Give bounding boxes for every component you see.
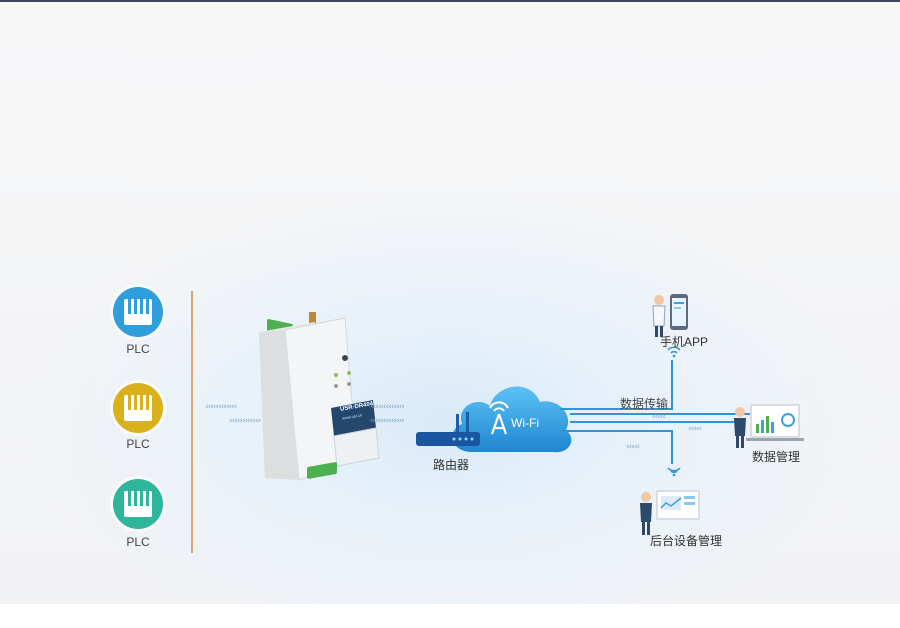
- mobile-app-label: 手机APP: [660, 335, 709, 349]
- piano-keys-icon: [124, 395, 152, 421]
- plc-label-3: PLC: [126, 535, 150, 549]
- bottom-band: [0, 604, 900, 628]
- wifi-signal-icon: [667, 346, 681, 358]
- wifi-cloud: [452, 386, 572, 453]
- router-icon: [416, 412, 480, 446]
- backend-management-label: 后台设备管理: [650, 534, 723, 548]
- data-management-label: 数据管理: [752, 450, 801, 464]
- plc-icon-yellow: [113, 383, 163, 433]
- antenna-tower-icon: [489, 401, 509, 435]
- piano-keys-icon: [124, 491, 152, 517]
- plc-label-1: PLC: [126, 342, 150, 356]
- left-arrows-in: ‹‹‹‹‹‹‹‹‹‹‹‹: [205, 402, 237, 412]
- plc-icon-teal: [113, 479, 163, 529]
- plc-icon-blue: [113, 287, 163, 337]
- data-transfer-label: 数据传输: [620, 397, 669, 411]
- upper-arrows: ‹‹‹‹‹: [652, 412, 666, 422]
- router-label: 路由器: [433, 458, 470, 472]
- right-arrows: ‹‹‹‹‹: [688, 424, 702, 434]
- person-with-phone-icon: [652, 294, 688, 337]
- person-with-screen-icon: [640, 490, 700, 535]
- plc-label-2: PLC: [126, 437, 150, 451]
- divider-line: [191, 291, 193, 553]
- middle-arrows-in: ‹‹‹‹‹‹‹‹‹‹‹‹‹: [370, 402, 405, 412]
- lower-arrows: ‹‹‹‹‹: [626, 442, 640, 452]
- right-arrows-out: ››››››››››››: [229, 416, 261, 426]
- middle-arrows-out: ›››››››››››››: [370, 416, 405, 426]
- din-rail-device: [259, 312, 380, 481]
- connection-lines: [560, 360, 750, 464]
- wifi-signal-icon: [667, 467, 681, 477]
- top-rule: [0, 0, 900, 2]
- person-with-laptop-icon: [734, 404, 804, 448]
- piano-keys-icon: [124, 299, 152, 325]
- wifi-label: Wi-Fi: [511, 416, 539, 430]
